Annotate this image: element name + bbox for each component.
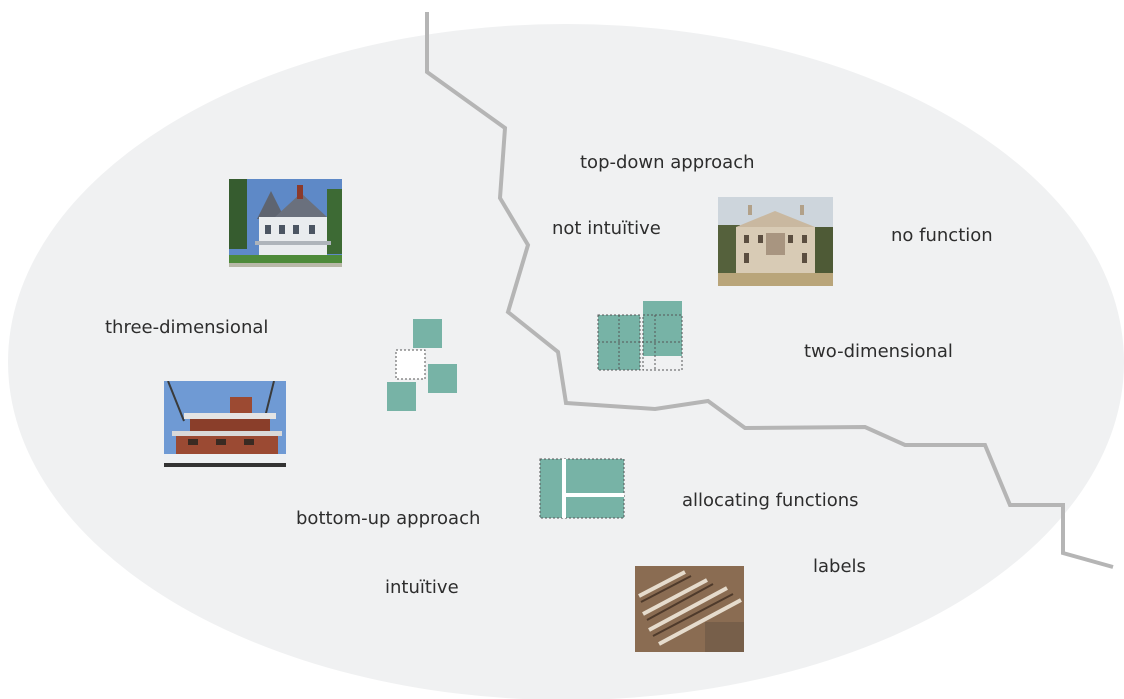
allocation-outline	[539, 458, 625, 519]
module-block	[428, 364, 457, 393]
module-block	[387, 382, 416, 411]
divider-line	[425, 12, 1114, 569]
allocation-block	[539, 458, 625, 519]
label-not-intuitive: not intuïtive	[552, 218, 661, 239]
module-block-empty	[395, 349, 426, 380]
label-allocating-functions: allocating functions	[682, 490, 859, 511]
label-intuitive: intuïtive	[385, 577, 459, 598]
palladian-villa-photo	[718, 197, 833, 286]
victorian-house-photo	[229, 179, 342, 267]
aerial-housing-blocks-photo	[635, 566, 744, 652]
allocation-fill	[540, 459, 624, 518]
prairie-style-house-photo	[164, 381, 286, 467]
label-top-down-approach: top-down approach	[580, 152, 755, 173]
label-no-function: no function	[891, 225, 993, 246]
label-three-dimensional: three-dimensional	[105, 317, 269, 338]
bottom-up-blocks	[387, 319, 457, 411]
label-bottom-up-approach: bottom-up approach	[296, 508, 481, 529]
grid-block	[643, 301, 682, 356]
top-down-grid	[597, 301, 683, 371]
domain-ellipse	[8, 24, 1124, 699]
module-block	[413, 319, 442, 348]
label-two-dimensional: two-dimensional	[804, 341, 953, 362]
label-labels: labels	[813, 556, 866, 577]
